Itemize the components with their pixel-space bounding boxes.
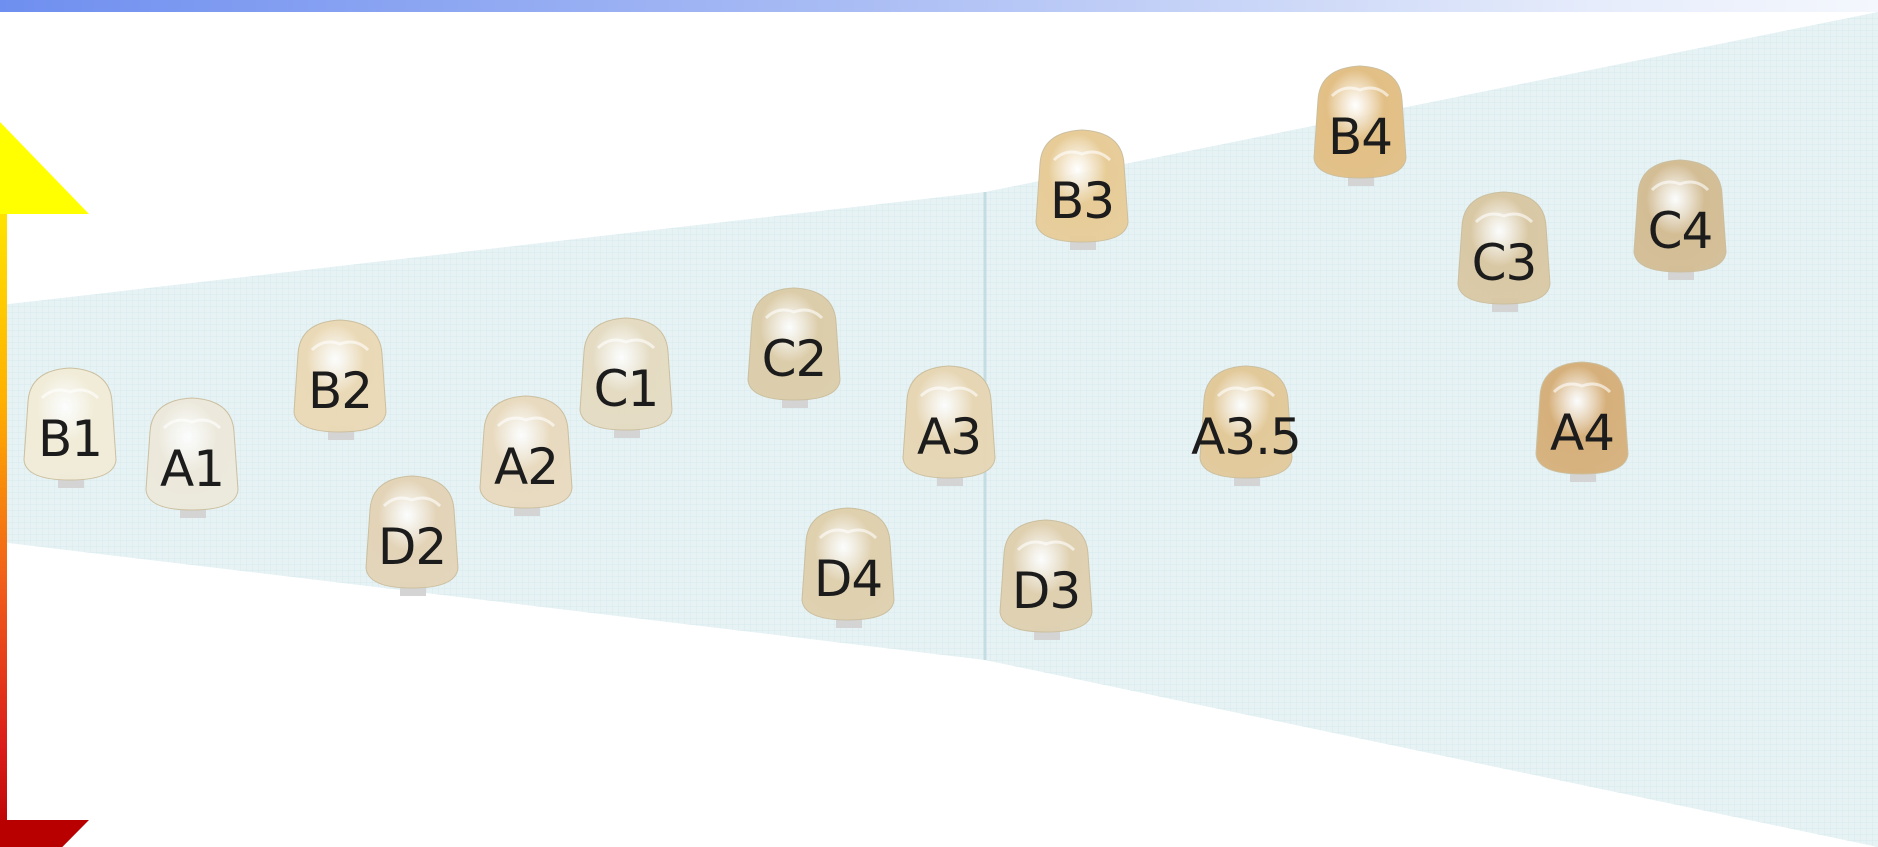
shade-tab-b1: B1 bbox=[14, 362, 126, 498]
shade-label: C2 bbox=[761, 330, 828, 388]
shade-label: C3 bbox=[1471, 234, 1538, 292]
shade-tab-c1: C1 bbox=[570, 312, 682, 448]
shade-tab-b3: B3 bbox=[1026, 124, 1138, 260]
shade-tab-d4: D4 bbox=[792, 502, 904, 638]
tooth-icon bbox=[1457, 191, 1551, 312]
tooth-icon bbox=[1633, 159, 1727, 280]
tooth-icon bbox=[1535, 361, 1629, 482]
shade-label: A1 bbox=[159, 440, 225, 498]
shade-tab-a2: A2 bbox=[470, 390, 582, 526]
tooth-icon bbox=[801, 507, 895, 628]
shade-tab-b4: B4 bbox=[1304, 60, 1416, 196]
shade-label: A4 bbox=[1549, 404, 1615, 462]
shade-tab-c2: C2 bbox=[738, 282, 850, 418]
shade-label: B4 bbox=[1327, 108, 1393, 166]
tooth-icon bbox=[365, 475, 459, 596]
tooth-icon bbox=[1199, 365, 1293, 486]
tooth-icon bbox=[293, 319, 387, 440]
shade-tab-c4: C4 bbox=[1624, 154, 1736, 290]
tooth-icon bbox=[23, 367, 117, 488]
value-axis-bar bbox=[0, 210, 7, 847]
tooth-icon bbox=[1313, 65, 1407, 186]
shade-tab-a4: A4 bbox=[1526, 356, 1638, 492]
shade-tab-a1: A1 bbox=[136, 392, 248, 528]
shade-tab-b2: B2 bbox=[284, 314, 396, 450]
shade-label: D3 bbox=[1011, 562, 1081, 620]
shade-tab-d3: D3 bbox=[990, 514, 1102, 650]
shade-tab-d2: D2 bbox=[356, 470, 468, 606]
shade-tab-c3: C3 bbox=[1448, 186, 1560, 322]
tooth-icon bbox=[579, 317, 673, 438]
tooth-icon bbox=[747, 287, 841, 408]
shade-label: D4 bbox=[813, 550, 883, 608]
tooth-icon bbox=[145, 397, 239, 518]
shade-tab-a3: A3 bbox=[893, 360, 1005, 496]
header-gradient-band bbox=[0, 0, 1878, 12]
shade-label: B3 bbox=[1049, 172, 1115, 230]
shade-label: C4 bbox=[1647, 202, 1714, 260]
tooth-icon bbox=[999, 519, 1093, 640]
tooth-icon bbox=[902, 365, 996, 486]
shade-label: A3.5 bbox=[1191, 408, 1302, 466]
shade-label: C1 bbox=[593, 360, 660, 418]
shade-label: D2 bbox=[377, 518, 447, 576]
shade-label: A2 bbox=[493, 438, 559, 496]
shade-label: B1 bbox=[37, 410, 103, 468]
shade-label: A3 bbox=[916, 408, 982, 466]
tooth-icon bbox=[1035, 129, 1129, 250]
shade-label: B2 bbox=[307, 362, 373, 420]
tooth-icon bbox=[479, 395, 573, 516]
shade-tab-a3-5: A3.5 bbox=[1190, 360, 1302, 496]
